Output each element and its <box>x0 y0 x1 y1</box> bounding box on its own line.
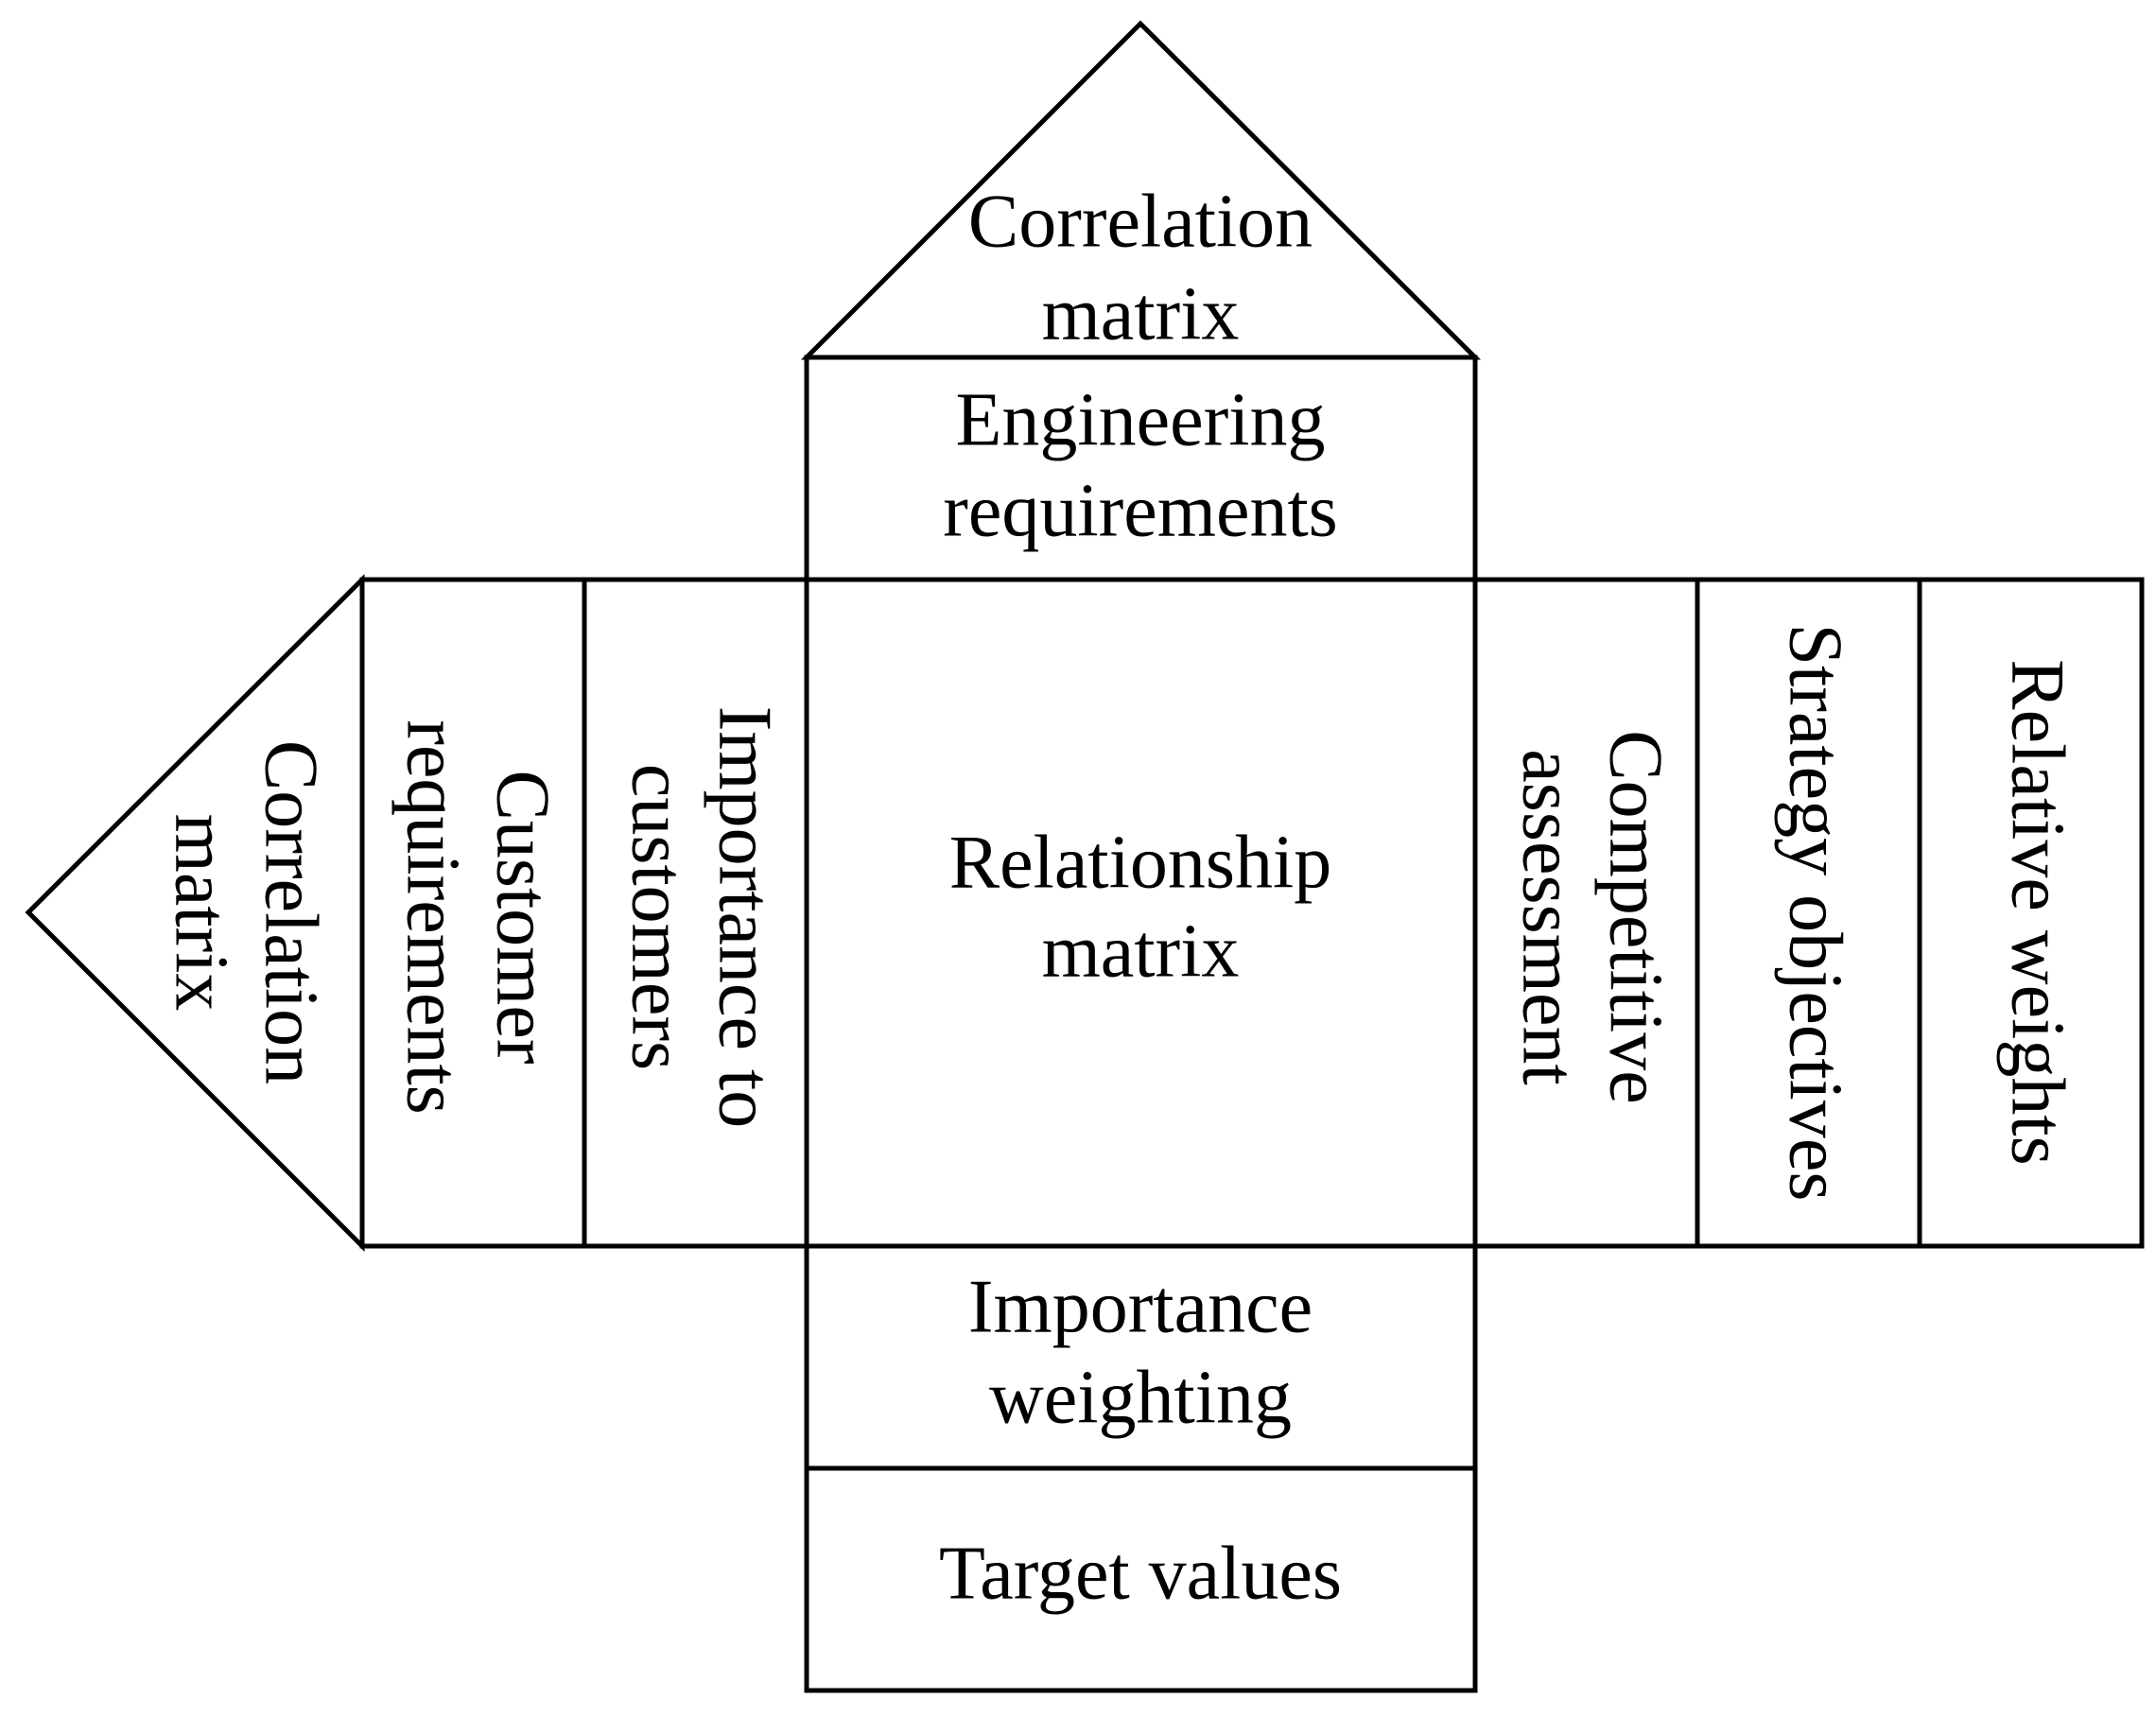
customer-requirements-cell: Customer requirements <box>359 577 587 1249</box>
relationship-matrix-cell: Relationship matrix <box>804 577 1478 1249</box>
top-correlation-roof: Correlation matrix <box>800 20 1482 360</box>
importance-weighting-line2: weighting <box>989 1356 1292 1439</box>
left-roof-label-line2: matrix <box>160 814 243 1012</box>
target-values-label: Target values <box>939 1532 1342 1615</box>
top-roof-label-line2: matrix <box>1042 272 1240 355</box>
relationship-matrix-line2: matrix <box>1042 910 1240 993</box>
strategy-objectives-cell: Strategy objectives <box>1695 577 1922 1249</box>
importance-weighting-cell: Importance weighting <box>804 1243 1478 1471</box>
relative-weights-label: Relative weights <box>1996 659 2079 1165</box>
engineering-requirements-line2: requirements <box>943 469 1338 552</box>
competitive-assessment-line2: assessment <box>1507 749 1591 1085</box>
importance-weighting-line1: Importance <box>968 1265 1313 1348</box>
customer-requirements-line2: requirements <box>391 719 475 1115</box>
relationship-matrix-line1: Relationship <box>949 821 1331 904</box>
top-roof-label-line1: Correlation <box>968 180 1313 263</box>
left-roof-label-line1: Correlation <box>250 740 333 1084</box>
customer-requirements-line1: Customer <box>481 770 565 1064</box>
target-values-box <box>804 1465 1478 1693</box>
competitive-assessment-cell: Competitive assessment <box>1472 577 1700 1249</box>
relative-weights-cell: Relative weights <box>1917 577 2145 1249</box>
relative-weights-box <box>1917 577 2145 1249</box>
importance-to-customers-cell: Importance to customers <box>582 577 809 1249</box>
strategy-objectives-label: Strategy objectives <box>1774 624 1857 1202</box>
engineering-requirements-line1: Engineering <box>956 378 1326 461</box>
importance-to-customers-line1: Importance to <box>704 706 787 1128</box>
importance-to-customers-line2: customers <box>617 764 700 1070</box>
competitive-assessment-line1: Competitive <box>1594 730 1678 1104</box>
target-values-cell: Target values <box>804 1465 1478 1693</box>
left-correlation-roof: Correlation matrix <box>25 573 365 1253</box>
engineering-requirements-cell: Engineering requirements <box>804 355 1478 582</box>
